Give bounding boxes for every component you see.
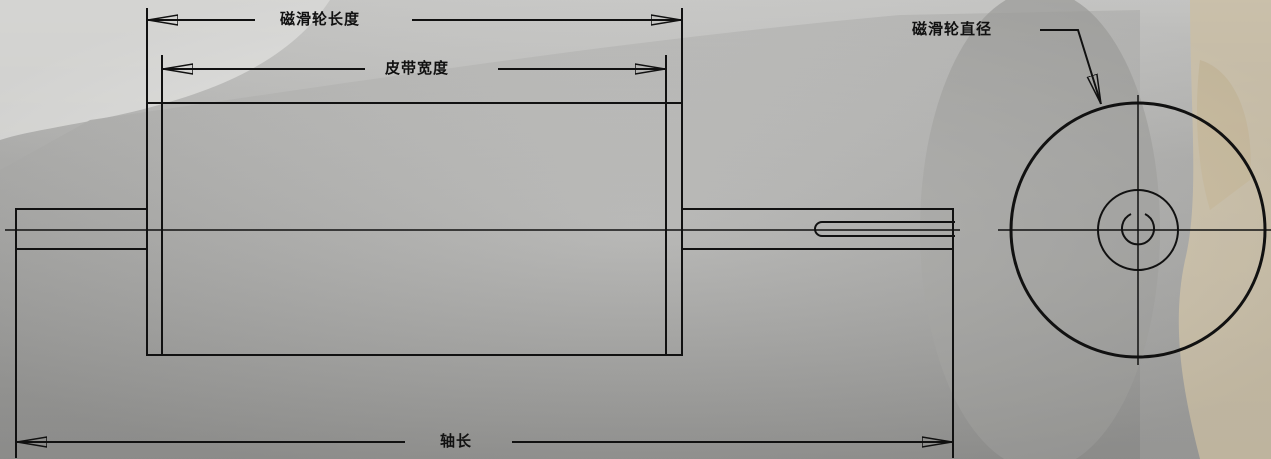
shaft-length-label: 轴长	[440, 432, 473, 450]
shaft-keyway	[814, 221, 955, 237]
shaft-left	[15, 208, 148, 250]
roller-length-label: 磁滑轮长度	[280, 10, 361, 28]
belt-width-label: 皮带宽度	[385, 59, 450, 77]
roller-diameter-label: 磁滑轮直径	[912, 20, 993, 38]
diameter-leader	[1040, 29, 1102, 104]
roller-body-outline	[146, 102, 683, 356]
shaft-right	[681, 208, 954, 250]
